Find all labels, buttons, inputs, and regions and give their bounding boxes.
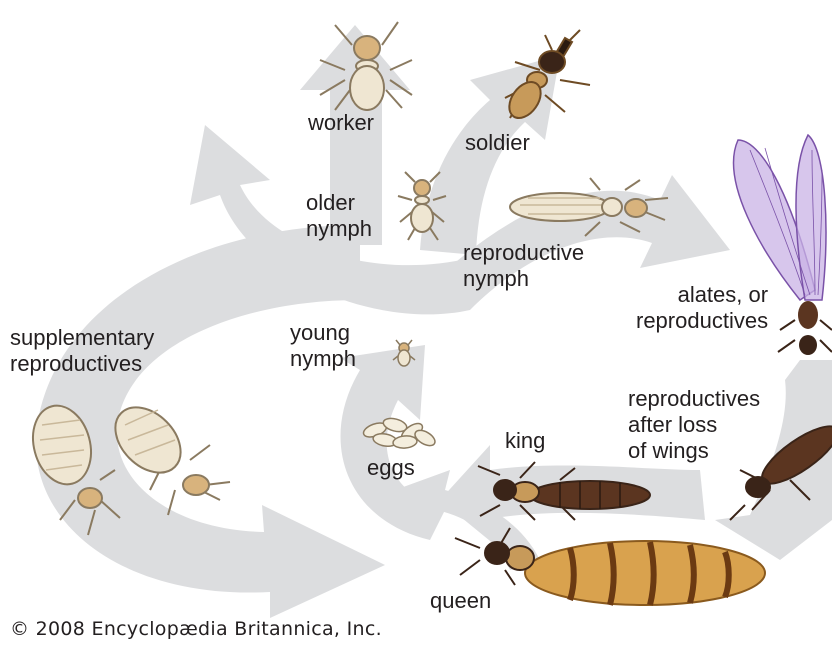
copyright-notice: © 2008 Encyclopædia Britannica, Inc.	[10, 618, 382, 640]
label-supplementary-reproductives: supplementary reproductives	[10, 325, 154, 377]
label-queen: queen	[430, 588, 491, 614]
label-king: king	[505, 428, 545, 454]
label-eggs: eggs	[367, 455, 415, 481]
label-alates: alates, or reproductives	[636, 282, 768, 334]
label-worker: worker	[308, 110, 374, 136]
label-older-nymph: older nymph	[306, 190, 372, 242]
label-young-nymph: young nymph	[290, 320, 356, 372]
label-reproductives-after-loss-of-wings: reproductives after loss of wings	[628, 386, 760, 464]
label-reproductive-nymph: reproductive nymph	[463, 240, 584, 292]
label-soldier: soldier	[465, 130, 530, 156]
